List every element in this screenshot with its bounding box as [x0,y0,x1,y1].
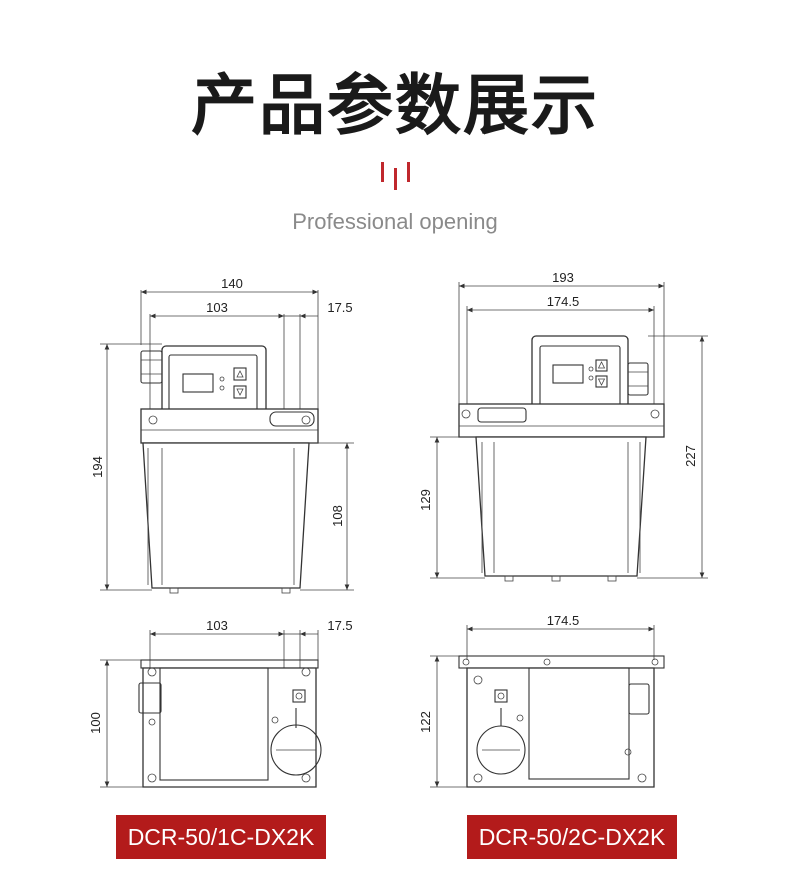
red-bars-icon [381,162,410,190]
dim-right-height-tank: 129 [418,489,433,511]
dim-right-plan-width-inner: 174.5 [547,613,580,628]
right-front-view: 193 174.5 [418,270,708,582]
page-subtitle: Professional opening [292,209,498,234]
left-plan-view: 103 17.5 [138,618,353,788]
dim-left-offset: 17.5 [327,300,352,315]
dim-right-width-inner: 174.5 [547,294,580,309]
left-front-view: 140 103 17.5 [90,276,354,594]
dim-left-width-total: 140 [221,276,243,291]
dim-right-height-total: 227 [683,445,698,467]
dim-right-width-total: 193 [552,270,574,285]
dim-left-plan-offset: 17.5 [327,618,352,633]
dim-left-height-total: 194 [90,456,105,478]
dim-left-height-tank: 108 [330,505,345,527]
dim-left-plan-width-inner: 103 [206,618,228,633]
page-title: 产品参数展示 [191,67,599,144]
dim-right-plan-height: 122 [418,711,433,733]
model-label-right: DCR-50/2C-DX2K [467,815,677,859]
right-plan-view: 174.5 [458,613,665,788]
dim-left-plan-height: 100 [88,712,103,734]
model-label-left: DCR-50/1C-DX2K [116,815,326,859]
dim-left-width-inner: 103 [206,300,228,315]
